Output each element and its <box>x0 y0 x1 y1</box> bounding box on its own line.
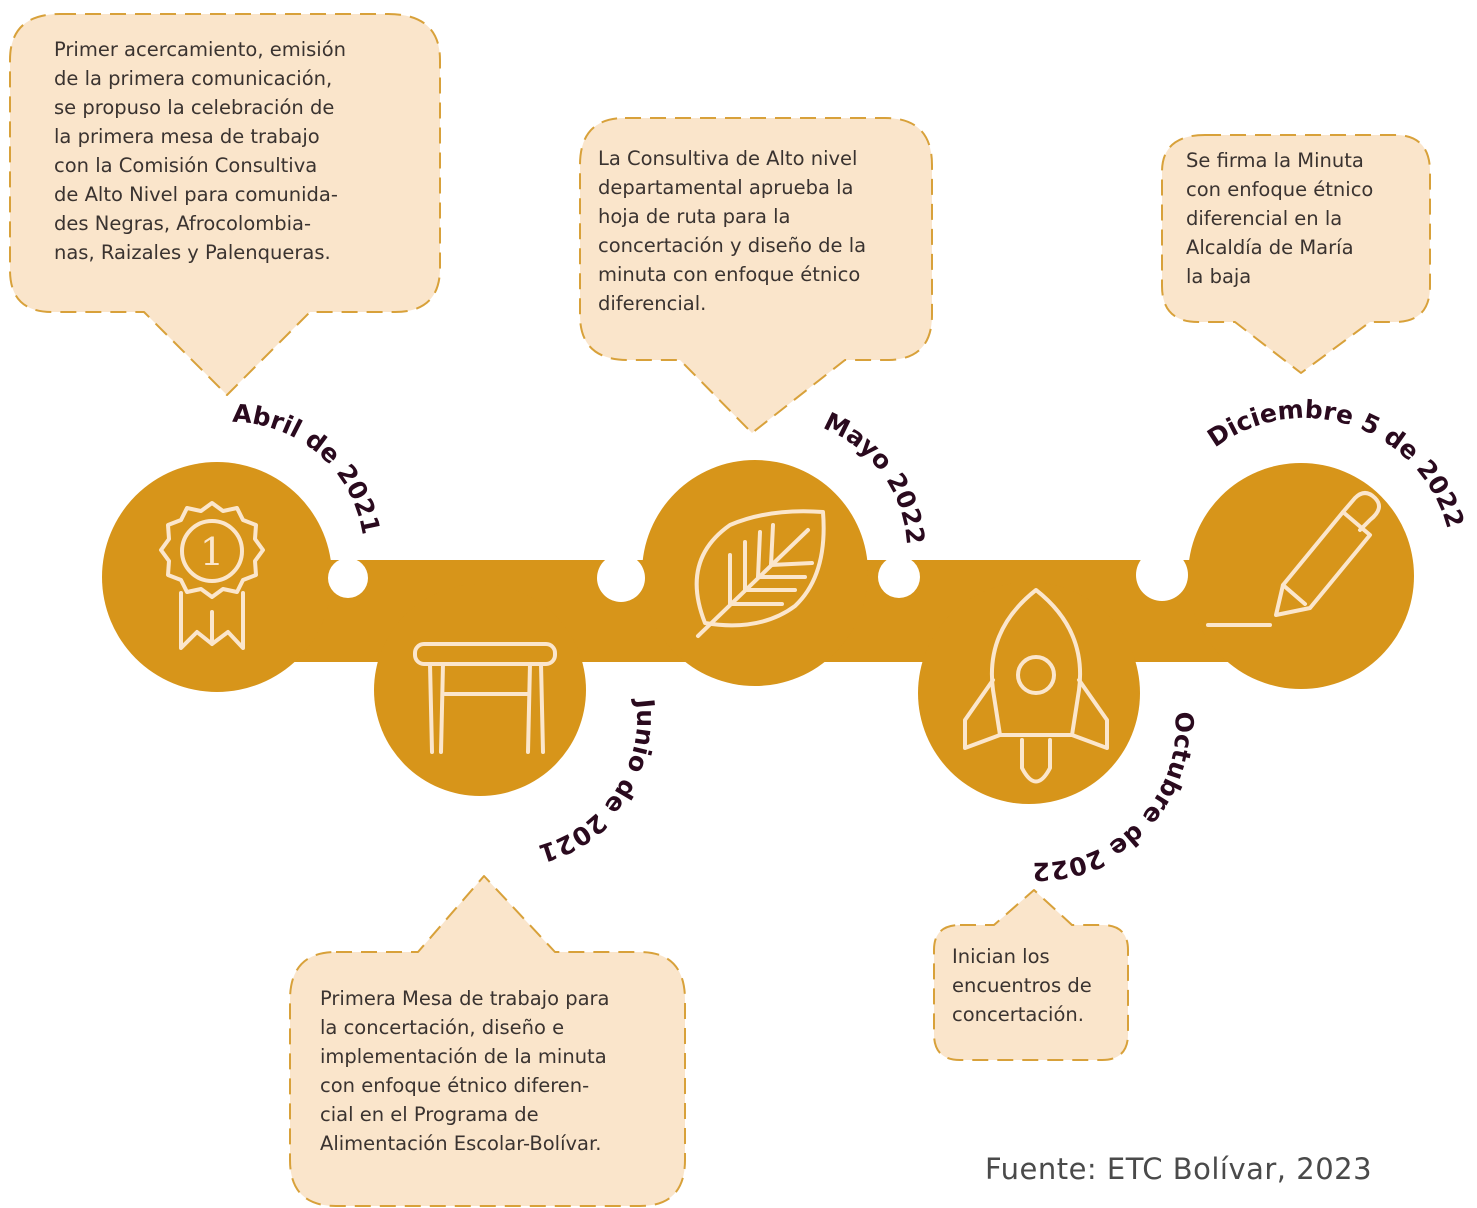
timeline-cutouts <box>325 549 1188 717</box>
callout-bubble-1 <box>9 13 441 396</box>
callout-bubble-4 <box>933 889 1129 1061</box>
callout-bubble-5 <box>1161 134 1431 374</box>
source-note: Fuente: ETC Bolívar, 2023 <box>985 1152 1373 1186</box>
callout-bubble-2 <box>289 875 686 1207</box>
callout-text-1: Primer acercamiento, emisión de la prime… <box>54 38 347 264</box>
table-icon <box>413 642 557 754</box>
callout-text-3: La Consultiva de Alto nivel departamenta… <box>598 147 867 315</box>
callout-bubble-3 <box>579 117 933 434</box>
medal-icon: 1 <box>159 501 265 650</box>
timeline-path <box>102 460 1414 804</box>
rocket-icon <box>963 588 1109 784</box>
callout-text-4: Inician los encuentros de concertación. <box>952 945 1092 1026</box>
leaf-icon <box>694 509 826 638</box>
callout-text-2: Primera Mesa de trabajo para la concerta… <box>320 987 610 1155</box>
callout-text-5: Se firma la Minuta con enfoque étnico di… <box>1186 149 1374 288</box>
pen-icon <box>1206 491 1381 627</box>
svg-text:1: 1 <box>200 530 224 574</box>
